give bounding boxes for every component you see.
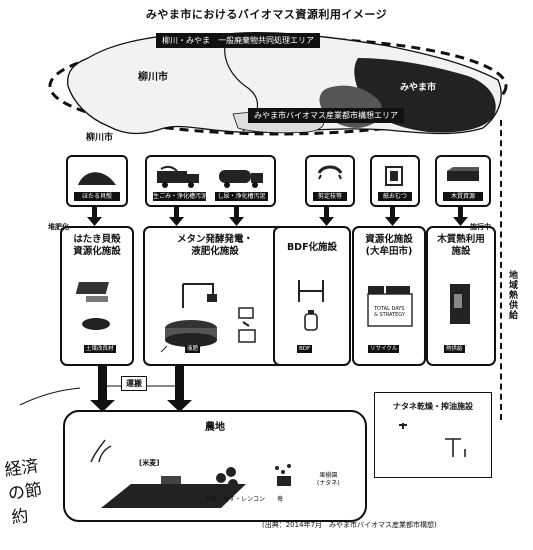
facility-bdf: BDF化施設 BDF: [273, 226, 351, 366]
facility-shell-recycling: はたき貝殻資源化施設 土壌改良材: [60, 226, 134, 366]
source-label: 木質資源: [443, 192, 483, 201]
map-band-bottom: みやま市バイオマス産業都市構想エリア: [248, 108, 404, 123]
rapeseed-facility-box: ナタネ乾燥・搾油施設: [374, 392, 492, 478]
source-label: し尿・浄化槽汚泥: [215, 192, 268, 201]
crop-label: [米麦]: [139, 459, 160, 467]
source-label: 生ごみ・浄化槽汚泥: [153, 192, 206, 201]
oil-press-icon: [399, 423, 466, 457]
farm-title: 農地: [205, 422, 225, 433]
wood-boiler-icon: [450, 284, 470, 324]
facility-output-tag: BDF: [297, 345, 313, 353]
wood-pile-icon: [447, 167, 479, 181]
facility-title: BDF化施設: [286, 242, 338, 253]
tank-truck-icon: [219, 170, 263, 188]
route-dashed-line: [500, 120, 502, 420]
facility-title: はたき貝殻資源化施設: [73, 234, 121, 257]
facility-title: メタン発酵発電・液肥化施設: [176, 234, 253, 257]
recycling-building-icon: [367, 286, 413, 327]
bdf-plant-icon: [298, 280, 324, 331]
source-box-food-sludge: 生ごみ・浄化槽汚泥 し尿・浄化槽汚泥: [145, 155, 276, 207]
map-label-miyama: みやま市: [400, 83, 437, 93]
source-label: 紙おむつ: [378, 192, 412, 201]
veg-label: 高菜・なす・レンコン: [205, 496, 266, 503]
garbage-truck-icon: [157, 165, 199, 188]
page-title: みやま市におけるバイオマス資源利用イメージ: [145, 8, 388, 21]
right-note: 施行中: [470, 223, 491, 231]
facility-output-tag: 土壌改良材: [84, 345, 116, 353]
rapeseed-title: ナタネ乾燥・搾油施設: [393, 402, 473, 411]
branch-icon: [317, 165, 343, 180]
methane-plant-icon: [160, 283, 256, 353]
facility-output-tag: 液肥: [185, 345, 201, 353]
local-heat-label: 地域熱供給: [507, 270, 517, 320]
source-box-pruning: 剪定枝等: [305, 155, 355, 207]
farmland-box: 農地 [米麦] 高菜・なす・レンコン 苺 果樹園(ナタネ): [63, 410, 367, 522]
diaper-icon: [385, 166, 403, 186]
map-label-yanagawa-lower: 柳川市: [86, 133, 114, 143]
map-band-top: 柳川・みやま 一般廃棄物共同処理エリア: [156, 33, 320, 48]
shell-pile-icon: [78, 172, 116, 185]
left-note: 堆肥化: [48, 223, 69, 231]
farm-scene-illustration: [90, 439, 291, 508]
facility-omuta-recycling: 資源化施設(大牟田市) TOTAL DAYS& STRATEGY リサイクル: [352, 226, 426, 366]
facility-title: 木質熱利用施設: [437, 234, 485, 257]
source-label: 剪定枝等: [313, 192, 347, 201]
source-citation: (出典：2014年7月 みやま市バイオマス産業都市構想): [262, 521, 437, 529]
crusher-machine-icon: [76, 282, 110, 330]
fruit-label: 苺: [277, 496, 284, 503]
facility-methane: メタン発酵発電・液肥化施設 液肥: [143, 226, 287, 366]
transport-label: 運搬: [121, 376, 147, 391]
facility-output-tag: リサイクル: [368, 345, 400, 353]
map-label-yanagawa: 柳川市: [138, 72, 168, 83]
facility-wood-heat: 木質熱利用施設 熱供給: [426, 226, 496, 366]
facility-title: 資源化施設(大牟田市): [365, 234, 413, 257]
orchard-label: 果樹園(ナタネ): [317, 472, 340, 487]
facility-output-tag: 熱供給: [444, 345, 465, 353]
source-label: ほたる貝殻: [74, 192, 120, 201]
recycle-brand-text: TOTAL DAYS& STRATEGY: [374, 306, 405, 318]
